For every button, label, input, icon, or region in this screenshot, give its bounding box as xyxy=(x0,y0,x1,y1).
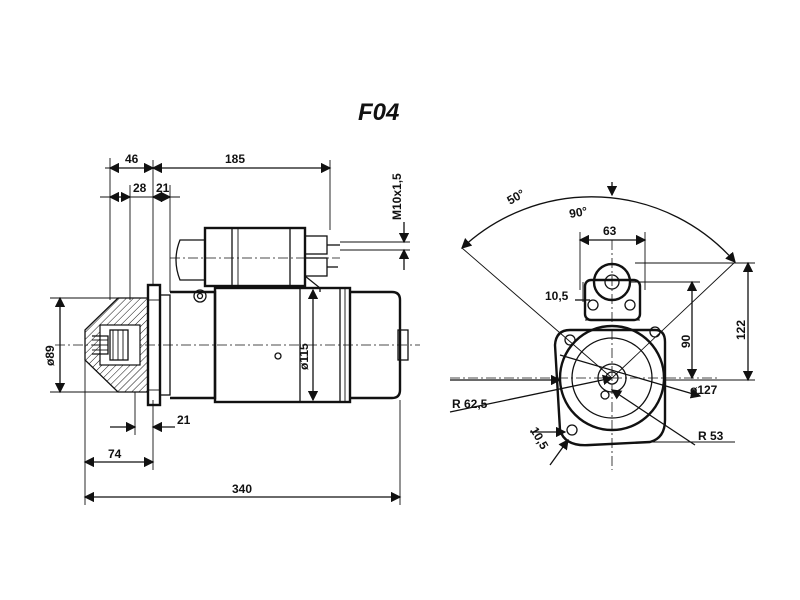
dim-dia89: ø89 xyxy=(43,345,57,366)
side-view: 46 185 28 21 M10x1,5 ø89 ø115 21 xyxy=(43,152,420,505)
dim-74: 74 xyxy=(108,447,122,461)
dim-thread: M10x1,5 xyxy=(390,173,404,220)
end-view: 50° 90° 63 10,5 9 xyxy=(449,182,755,470)
dim-46: 46 xyxy=(125,152,139,166)
dim-r53: R 53 xyxy=(698,429,724,443)
dim-28: 28 xyxy=(133,181,147,195)
dim-dia115: ø115 xyxy=(297,343,311,370)
dim-angle90: 90° xyxy=(568,204,589,221)
dim-10-5-bottom: 10,5 xyxy=(527,425,551,453)
dim-angle50: 50° xyxy=(505,186,528,207)
dim-90: 90 xyxy=(679,334,693,348)
dim-21-top: 21 xyxy=(156,181,170,195)
dim-185: 185 xyxy=(225,152,245,166)
dim-dia127: ø127 xyxy=(690,383,718,397)
dim-10-5-top: 10,5 xyxy=(545,289,569,303)
dim-340: 340 xyxy=(232,482,252,496)
dim-63: 63 xyxy=(603,224,617,238)
solenoid-end xyxy=(583,262,642,322)
solenoid xyxy=(170,226,340,292)
dim-122: 122 xyxy=(734,320,748,340)
dim-r62-5: R 62,5 xyxy=(452,397,488,411)
motor-body xyxy=(213,286,352,404)
dim-21-bottom: 21 xyxy=(177,413,191,427)
drawing-title: F04 xyxy=(358,99,399,126)
